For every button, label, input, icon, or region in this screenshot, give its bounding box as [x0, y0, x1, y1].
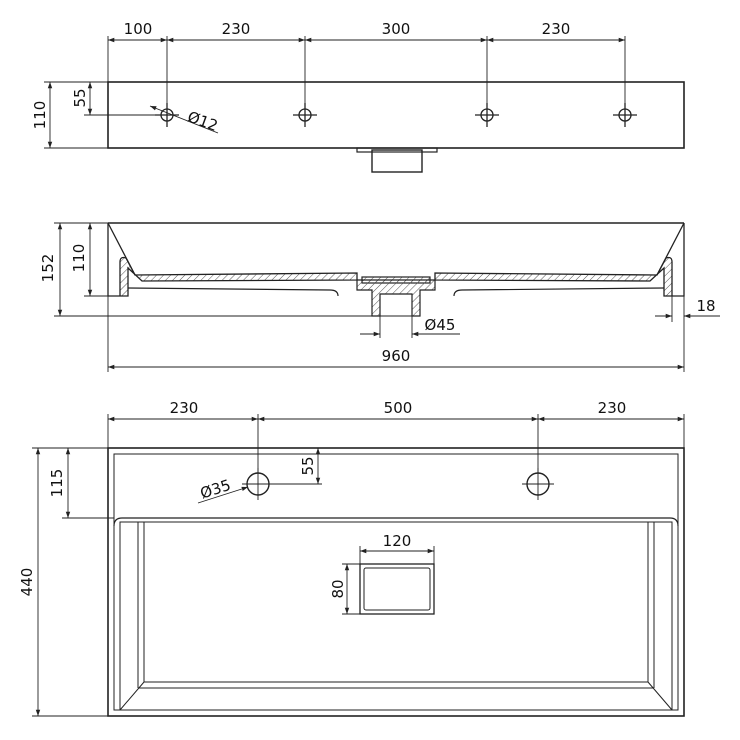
top-dim-55: 55	[71, 88, 89, 107]
side-dim-152: 152	[39, 254, 57, 283]
top-view-drain-spigot	[371, 149, 423, 173]
side-dim-18: 18	[696, 297, 715, 315]
plan-dim-500: 500	[384, 399, 413, 417]
top-dim-100: 100	[124, 20, 153, 38]
side-drain-diameter: Ø45	[425, 316, 456, 334]
side-section-right	[434, 223, 685, 297]
plan-dim-440: 440	[18, 568, 36, 597]
plan-drain-height: 80	[329, 579, 347, 598]
top-view-holes	[155, 103, 637, 127]
plan-rim-inner	[113, 453, 679, 711]
top-dim-230-right: 230	[542, 20, 571, 38]
top-dim-110: 110	[31, 101, 49, 130]
side-dim-960: 960	[382, 347, 411, 365]
plan-dim-115: 115	[48, 469, 66, 498]
plan-basin-inner	[143, 521, 649, 683]
plan-dim-230-right: 230	[598, 399, 627, 417]
top-dim-300: 300	[382, 20, 411, 38]
plan-drain-outer	[359, 563, 435, 615]
plan-drain-inner	[363, 567, 431, 611]
plan-dim-230-left: 230	[170, 399, 199, 417]
side-view: 152 110 18 Ø45 960	[39, 222, 720, 372]
side-drain-body	[356, 279, 436, 317]
side-dim-110: 110	[70, 244, 88, 273]
plan-tap-hole-diameter: Ø35	[198, 476, 233, 503]
top-view: 100 230 300 230 110 55 Ø12	[31, 20, 685, 173]
top-dim-230-left: 230	[222, 20, 251, 38]
plan-outer	[107, 447, 685, 717]
top-view-drain-flange	[356, 147, 438, 153]
plan-dim-55: 55	[299, 456, 317, 475]
plan-drain-width: 120	[383, 532, 412, 550]
side-section-left	[107, 223, 358, 297]
top-hole-diameter: Ø12	[185, 108, 220, 135]
plan-view: 230 500 230 440 115 55 Ø35 120	[18, 399, 685, 717]
